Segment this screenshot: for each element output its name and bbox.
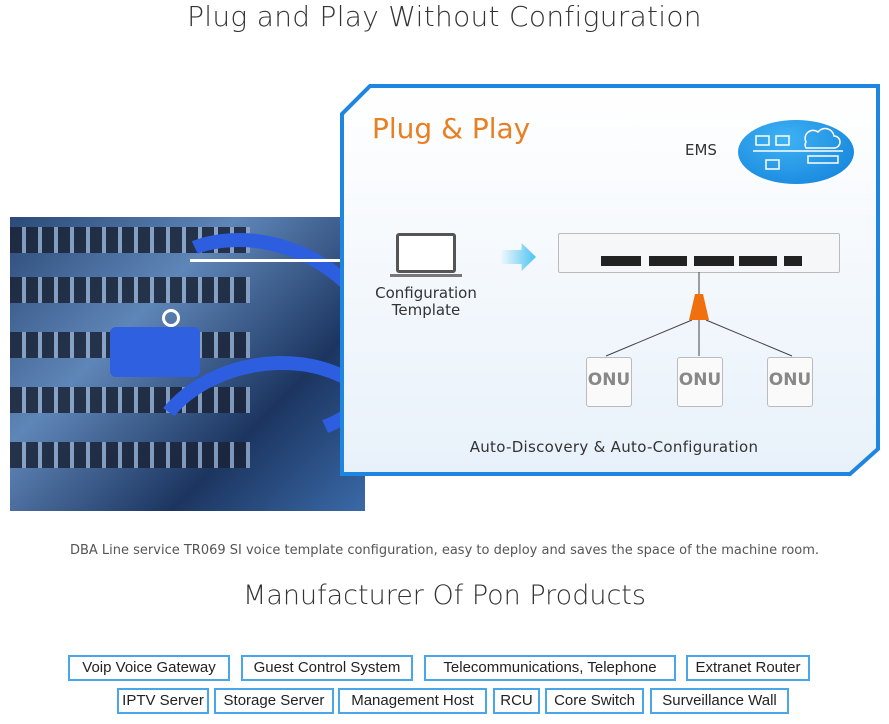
laptop-icon (396, 233, 456, 273)
panel-caption: Auto-Discovery & Auto-Configuration (469, 438, 759, 456)
panel-heading: Plug & Play (372, 112, 531, 145)
laptop-base (390, 274, 462, 277)
server-rack-photo (10, 217, 365, 511)
description: DBA Line service TR069 SI voice template… (69, 543, 820, 558)
onu-device-icon: ONU (586, 357, 632, 407)
config-line2: Template (391, 301, 461, 319)
tag-guest-control-system[interactable]: Guest Control System (241, 655, 413, 681)
tag-voip-voice-gateway[interactable]: Voip Voice Gateway (68, 655, 230, 681)
tag-telecommunications[interactable]: Telecommunications, Telephone (424, 655, 676, 681)
tag-core-switch[interactable]: Core Switch (545, 688, 644, 714)
tag-storage-server[interactable]: Storage Server (214, 688, 334, 714)
section-title: Manufacturer Of Pon Products (243, 580, 646, 611)
plug-and-play-panel (340, 84, 882, 478)
splitter-icon (689, 294, 709, 320)
tag-iptv-server[interactable]: IPTV Server (117, 688, 209, 714)
ems-label: EMS (685, 141, 717, 159)
tag-management-host[interactable]: Management Host (338, 688, 487, 714)
tag-extranet-router[interactable]: Extranet Router (686, 655, 810, 681)
ems-network-icon (738, 120, 854, 184)
config-line1: Configuration (375, 284, 477, 302)
tag-surveillance-wall[interactable]: Surveillance Wall (650, 688, 789, 714)
onu-device-icon: ONU (677, 357, 723, 407)
onu-device-icon: ONU (767, 357, 813, 407)
tag-rcu[interactable]: RCU (493, 688, 540, 714)
olt-device-icon (558, 233, 840, 273)
page-title: Plug and Play Without Configuration (187, 0, 702, 33)
